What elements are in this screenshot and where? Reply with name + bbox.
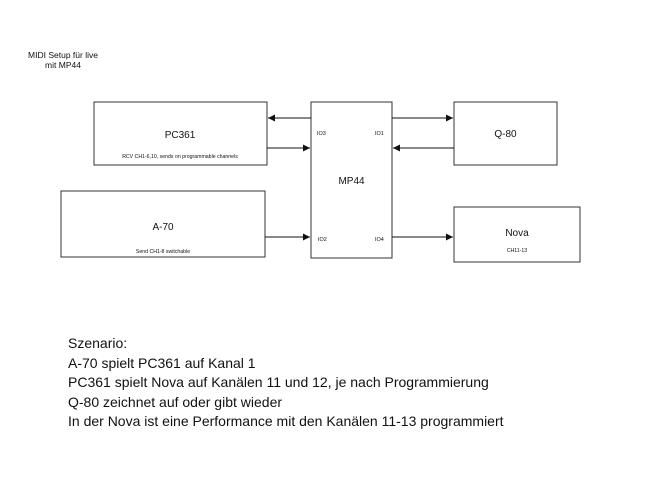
mp44-label: MP44 — [338, 176, 365, 187]
diagram-title: MIDI Setup für live mit MP44 — [28, 50, 98, 70]
nova-note: CH11-13 — [507, 248, 527, 254]
scenario-heading: Szenario: — [68, 335, 128, 351]
mp44-port-io3: IO3 — [317, 131, 326, 137]
mp44-port-io1: IO1 — [375, 131, 384, 137]
scenario-line-1: A-70 spielt PC361 auf Kanal 1 — [68, 354, 256, 371]
pc361-note: RCV CH1-6,10, sends on programmable chan… — [122, 154, 238, 160]
a70-label: A-70 — [152, 222, 174, 233]
pc361-box: PC361 RCV CH1-6,10, sends on programmabl… — [93, 101, 268, 166]
pc361-label: PC361 — [165, 130, 196, 141]
mp44-box: MP44 IO3 IO1 IO2 IO4 — [310, 101, 393, 259]
scenario-line-2: PC361 spielt Nova auf Kanälen 11 und 12,… — [68, 374, 489, 391]
scenario-line-3: Q-80 zeichnet auf oder gibt wieder — [68, 393, 283, 410]
nova-label: Nova — [505, 228, 529, 239]
scenario-line-4: In der Nova ist eine Performance mit den… — [68, 413, 504, 430]
q80-label: Q-80 — [494, 129, 517, 140]
mp44-port-io2: IO2 — [318, 237, 327, 243]
a70-box: A-70 Send CH1-8 switchable — [60, 190, 266, 258]
mp44-port-io4: IO4 — [375, 237, 384, 243]
nova-box: Nova CH11-13 — [453, 206, 581, 263]
a70-note: Send CH1-8 switchable — [136, 249, 190, 255]
q80-box: Q-80 — [453, 101, 558, 166]
scenario-text: Szenario: A-70 spielt PC361 auf Kanal 1 … — [68, 334, 504, 432]
